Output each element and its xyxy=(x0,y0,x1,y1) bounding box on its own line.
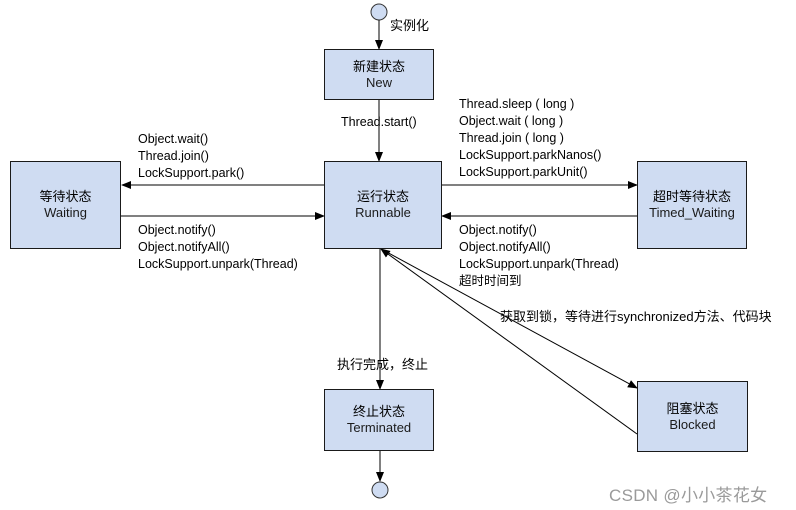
state-terminated-en: Terminated xyxy=(346,420,412,435)
state-timed-waiting: 超时等待状态 Timed_Waiting xyxy=(637,161,747,249)
state-blocked: 阻塞状态 Blocked xyxy=(637,381,748,452)
state-terminated: 终止状态 Terminated xyxy=(324,389,434,451)
label-from-waiting: Object.notify() Object.notifyAll() LockS… xyxy=(138,222,298,273)
state-new-zh: 新建状态 xyxy=(352,58,405,74)
arrow-to-blocked xyxy=(382,249,638,389)
method-object-notify: Object.notify() xyxy=(138,223,216,237)
method-locksupport-parkunit: LockSupport.parkUnit() xyxy=(459,165,588,179)
method-object-notify: Object.notify() xyxy=(459,223,537,237)
method-thread-join: Thread.join() xyxy=(138,149,209,163)
method-locksupport-unpark: LockSupport.unpark(Thread) xyxy=(138,257,298,271)
state-blocked-en: Blocked xyxy=(669,416,716,432)
state-timed-waiting-zh: 超时等待状态 xyxy=(652,189,731,204)
state-waiting: 等待状态 Waiting xyxy=(10,161,121,249)
method-locksupport-park: LockSupport.park() xyxy=(138,166,245,180)
method-thread-join-long: Thread.join ( long ) xyxy=(459,131,564,145)
timeout-reached: 超时时间到 xyxy=(459,274,522,288)
state-blocked-zh: 阻塞状态 xyxy=(666,400,719,416)
method-locksupport-unpark: LockSupport.unpark(Thread) xyxy=(459,257,619,271)
label-terminate: 执行完成，终止 xyxy=(337,357,429,372)
method-object-notifyall: Object.notifyAll() xyxy=(138,240,230,254)
method-locksupport-parknanos: LockSupport.parkNanos() xyxy=(459,148,602,162)
watermark: CSDN @小小茶花女 xyxy=(609,486,768,505)
state-new-en: New xyxy=(365,74,392,90)
state-new: 新建状态 New xyxy=(324,49,434,100)
method-object-notifyall: Object.notifyAll() xyxy=(459,240,551,254)
state-timed-waiting-en: Timed_Waiting xyxy=(649,205,735,220)
final-node xyxy=(371,481,389,499)
method-object-wait-long: Object.wait ( long ) xyxy=(459,114,564,128)
state-runnable: 运行状态 Runnable xyxy=(324,161,442,249)
label-from-timed-waiting: Object.notify() Object.notifyAll() LockS… xyxy=(459,222,619,290)
state-runnable-en: Runnable xyxy=(355,205,411,220)
state-waiting-zh: 等待状态 xyxy=(39,189,92,204)
label-to-waiting: Object.wait() Thread.join() LockSupport.… xyxy=(138,131,244,182)
state-terminated-zh: 终止状态 xyxy=(352,404,405,419)
label-to-timed-waiting: Thread.sleep ( long ) Object.wait ( long… xyxy=(459,96,601,181)
label-instantiate: 实例化 xyxy=(390,18,430,33)
initial-node xyxy=(370,3,388,21)
state-runnable-zh: 运行状态 xyxy=(356,189,409,204)
state-waiting-en: Waiting xyxy=(44,205,87,220)
method-object-wait: Object.wait() xyxy=(138,132,209,146)
label-blocked: 获取到锁，等待进行synchronized方法、代码块 xyxy=(500,309,772,324)
method-thread-sleep-long: Thread.sleep ( long ) xyxy=(459,97,575,111)
label-start: Thread.start() xyxy=(341,115,417,129)
arrow-from-blocked xyxy=(380,248,638,435)
